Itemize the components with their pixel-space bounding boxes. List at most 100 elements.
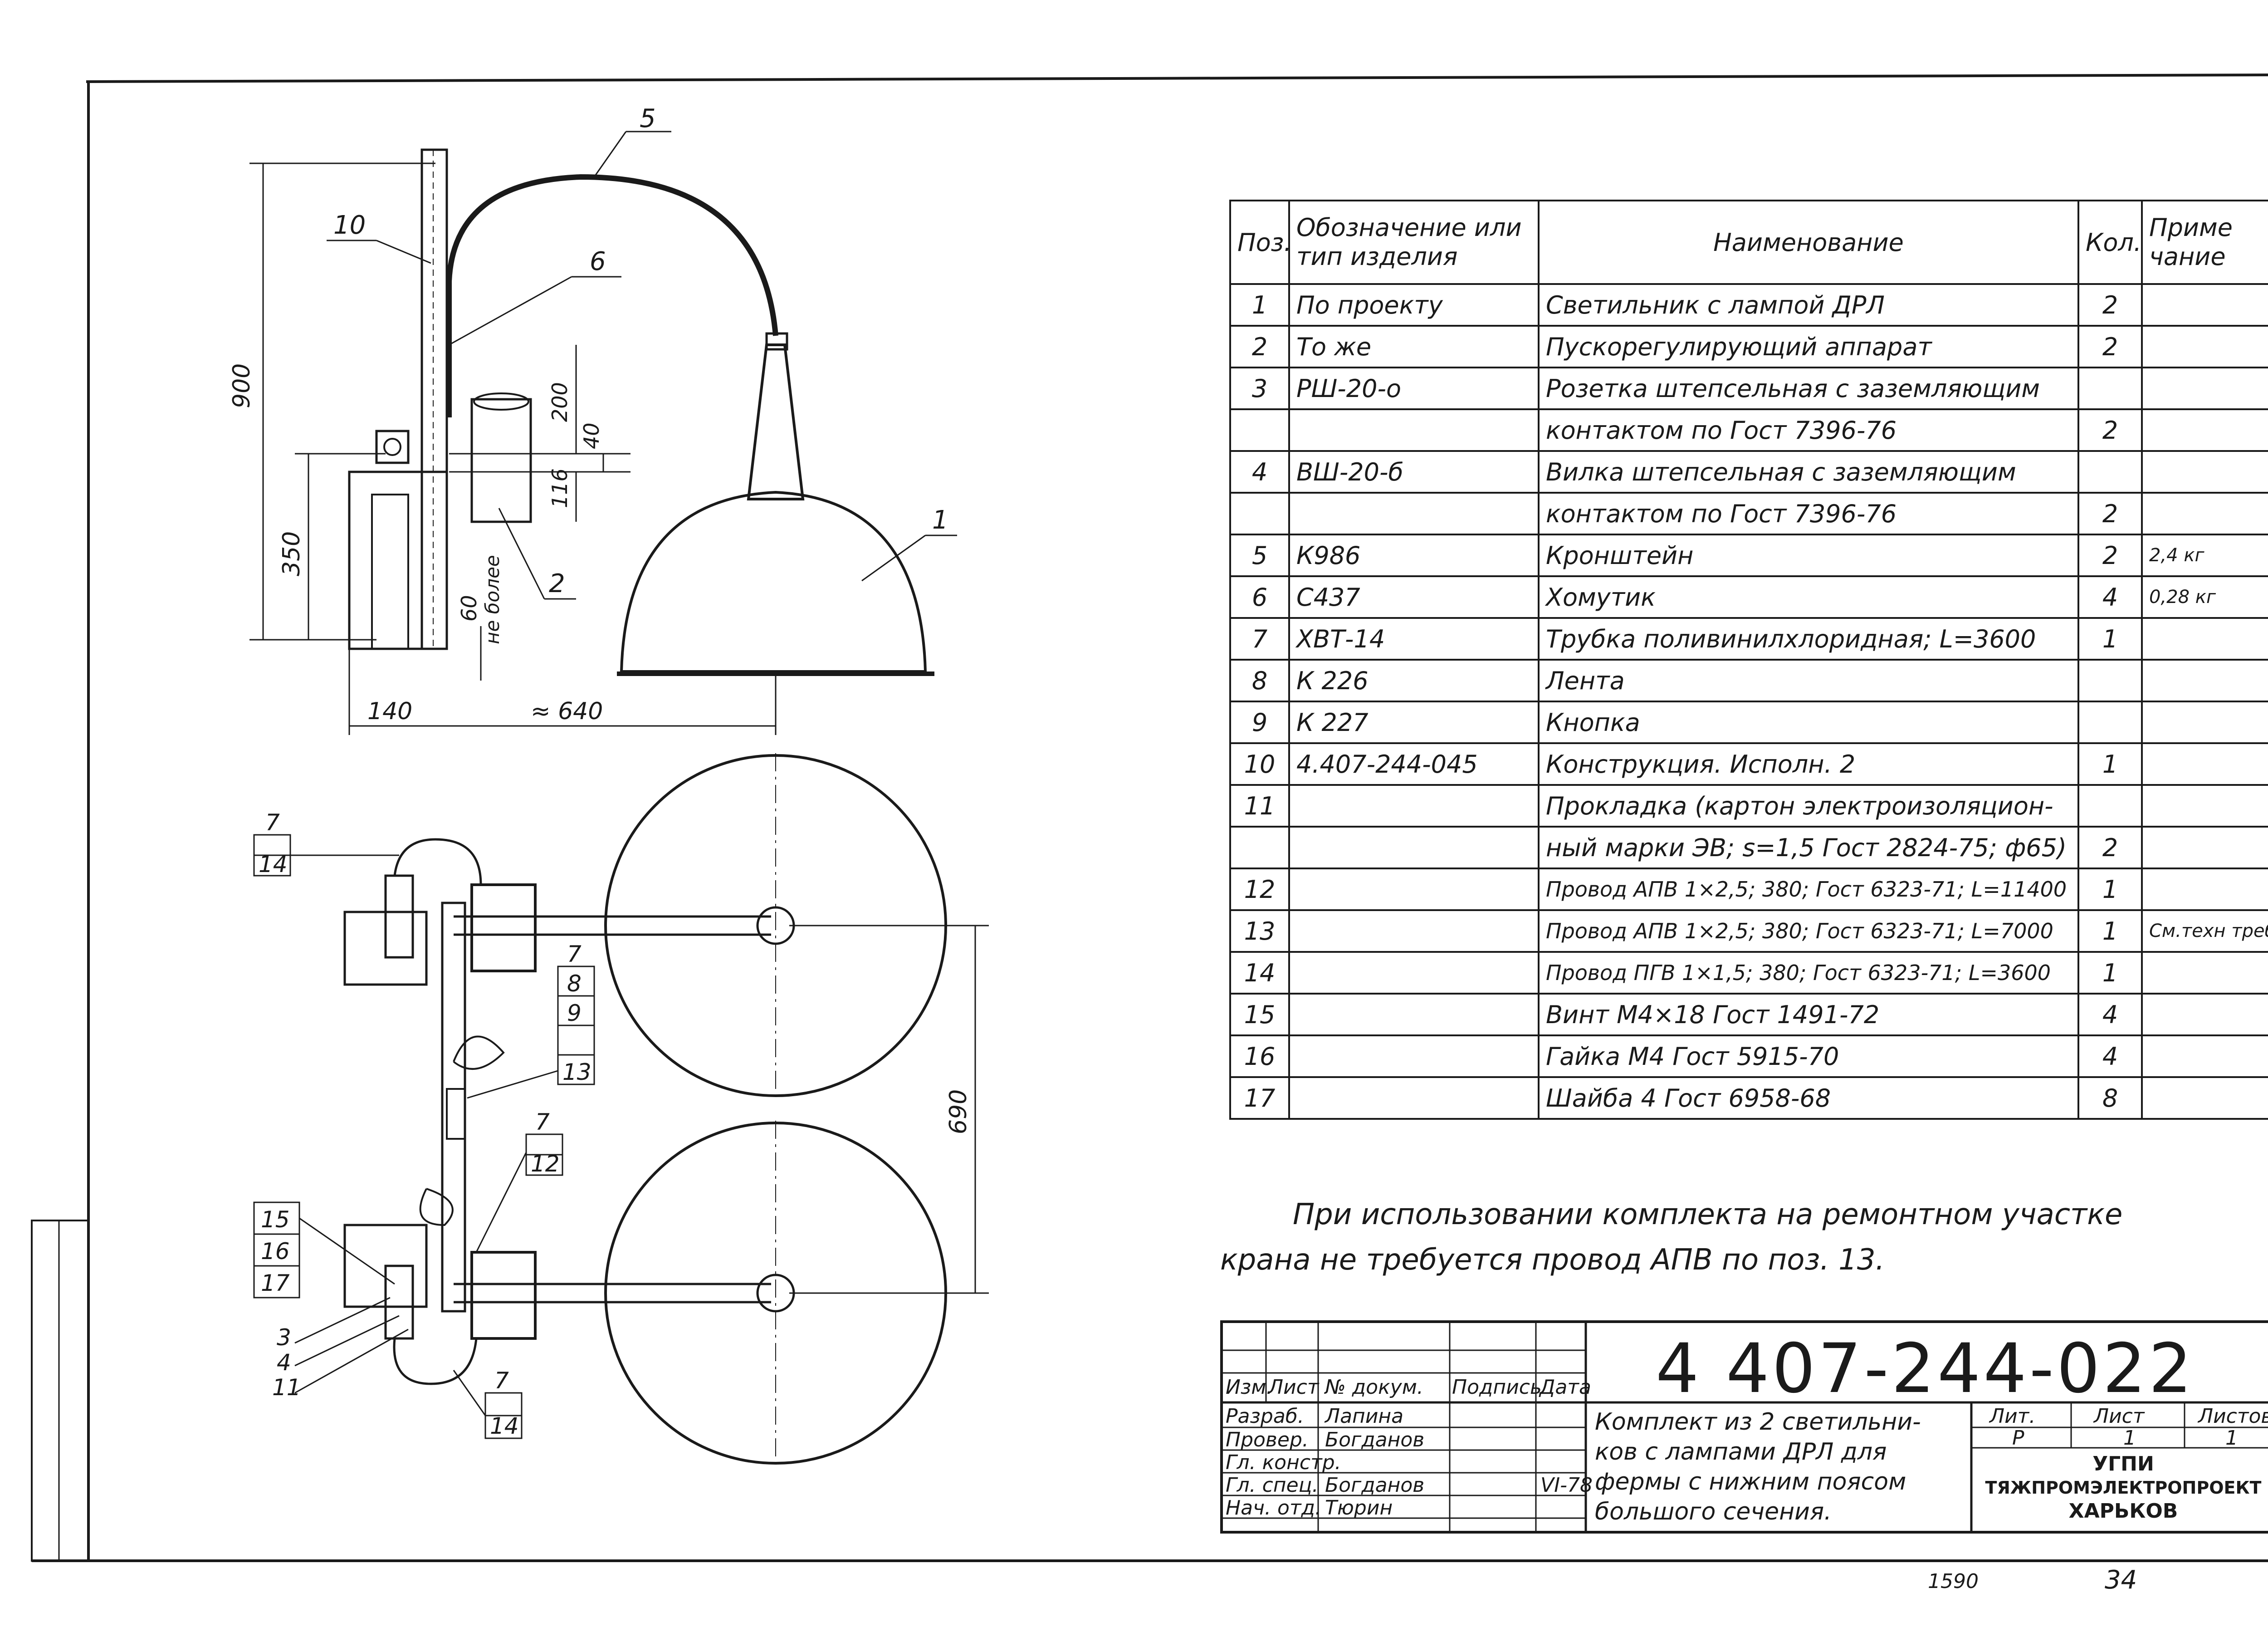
dim-690: 690: [945, 1089, 972, 1134]
spec-cell-name: Светильник с лампой ДРЛ: [1538, 283, 2079, 327]
spec-cell-name: Хомутик: [1538, 575, 2079, 619]
spec-cell-qty: [2077, 701, 2143, 744]
callout-7c: 7: [535, 1109, 550, 1135]
tb-role-3: Гл. спец.: [1226, 1474, 1319, 1497]
spec-cell-name: Гайка М4 Гост 5915-70: [1538, 1034, 2079, 1078]
dim-no-more: не более: [481, 555, 503, 644]
spec-row: ный марки ЭВ; s=1,5 Гост 2824-75; ф65)2: [1229, 826, 2268, 869]
spec-cell-pos: 13: [1229, 909, 1290, 953]
clamp-bolt: [383, 438, 401, 456]
spec-cell-pos: 15: [1229, 993, 1290, 1036]
callout-10: 10: [333, 211, 366, 240]
callout-8: 8: [567, 970, 582, 997]
tb-role-0: Разраб.: [1226, 1405, 1304, 1428]
leader-4: [294, 1315, 400, 1367]
spec-cell-designation: [1288, 826, 1540, 869]
lower-chord: [348, 471, 448, 650]
tb-name-4: Тюрин: [1325, 1496, 1393, 1519]
spec-cell-designation: [1288, 1034, 1540, 1078]
tb-title: Комплект из 2 светильни- ков с лампами Д…: [1595, 1407, 1967, 1527]
lamp-neck: [747, 343, 805, 500]
wire-loop-lower: [419, 1188, 454, 1226]
spec-cell-pos: 6: [1229, 575, 1290, 619]
spec-cell-pos: 9: [1229, 701, 1290, 744]
spec-cell-pos: 5: [1229, 534, 1290, 577]
callout-12: 12: [531, 1151, 560, 1177]
spec-row: 13 Провод АПВ 1×2,5; 380; Гост 6323-71; L…: [1229, 909, 2268, 953]
leader-15: [299, 1217, 395, 1285]
spec-cell-designation: ХВТ-14: [1288, 617, 1540, 661]
tb-name-0: Лапина: [1325, 1405, 1404, 1428]
callout-5: 5: [640, 104, 656, 133]
tb-org-line-2: ТЯЖПРОМЭЛЕКТРОПРОЕКТ: [1985, 1478, 2262, 1498]
spec-cell-pos: 14: [1229, 951, 1290, 995]
spec-cell-designation: [1288, 492, 1540, 535]
tb-sheets-value: 1: [2225, 1426, 2238, 1450]
spec-cell-note: [2141, 408, 2268, 452]
leader-2: [498, 508, 545, 599]
spec-cell-name: Кронштейн: [1538, 534, 2079, 577]
callout-13: 13: [562, 1059, 591, 1085]
spec-cell-qty: [2077, 659, 2143, 702]
spec-cell-designation: [1288, 868, 1540, 911]
spec-cell-pos: 7: [1229, 617, 1290, 661]
spec-cell-qty: [2077, 784, 2143, 828]
dim-116: 116: [547, 468, 572, 508]
spec-cell-name: Провод ПГВ 1×1,5; 380; Гост 6323-71; L=3…: [1538, 951, 2079, 995]
tb-hdr-date: Дата: [1540, 1376, 1591, 1399]
spec-cell-note: [2141, 868, 2268, 911]
spec-cell-note: 2,4 кг: [2141, 534, 2268, 577]
tb-hdr-doc: № докум.: [1325, 1376, 1423, 1399]
tb-sheet-label: Лист: [2094, 1405, 2145, 1428]
spec-cell-note: [2141, 826, 2268, 869]
spec-cell-name: Розетка штепсельная с заземляющим: [1538, 367, 2079, 410]
structure-member: [420, 148, 448, 650]
tb-lit-label: Лит.: [1989, 1405, 2036, 1428]
tb-organization: УГПИ ТЯЖПРОМЭЛЕКТРОПРОЕКТ ХАРЬКОВ: [1974, 1452, 2268, 1523]
spec-cell-pos: [1229, 408, 1290, 452]
tb-title-line-3: фермы с нижним поясом: [1595, 1468, 1906, 1495]
socket-plan-upper: [384, 874, 414, 959]
spec-cell-note: [2141, 283, 2268, 327]
spec-cell-name: Провод АПВ 1×2,5; 380; Гост 6323-71; L=1…: [1538, 868, 2079, 911]
spec-cell-note: [2141, 367, 2268, 410]
spec-cell-designation: К 227: [1288, 701, 1540, 744]
header-name: Наименование: [1538, 200, 2079, 285]
header-designation: Обозначение или тип изделия: [1288, 200, 1540, 285]
tb-role-2: Гл. констр.: [1226, 1451, 1341, 1474]
spec-cell-pos: 2: [1229, 325, 1290, 368]
clamp: [375, 430, 410, 464]
dim-60: 60: [457, 595, 481, 622]
spec-cell-pos: [1229, 492, 1290, 535]
socket-plan-lower: [384, 1265, 414, 1340]
spec-cell-qty: 2: [2077, 826, 2143, 869]
leader-3: [294, 1297, 391, 1344]
dim-200: 200: [547, 382, 572, 422]
leader-1: [861, 534, 926, 582]
spec-cell-designation: С437: [1288, 575, 1540, 619]
spec-cell-name: Вилка штепсельная с заземляющим: [1538, 450, 2079, 494]
spec-cell-note: См.техн требова.: [2141, 909, 2268, 953]
spec-cell-qty: 2: [2077, 408, 2143, 452]
tb-role-4: Нач. отд.: [1226, 1496, 1321, 1519]
spec-cell-note: [2141, 659, 2268, 702]
spec-cell-qty: 2: [2077, 534, 2143, 577]
spec-cell-note: [2141, 450, 2268, 494]
spec-cell-note: [2141, 617, 2268, 661]
spec-cell-note: [2141, 1076, 2268, 1120]
socket-box: [470, 398, 532, 523]
spec-cell-qty: [2077, 367, 2143, 410]
spec-cell-name: Провод АПВ 1×2,5; 380; Гост 6323-71; L=7…: [1538, 909, 2079, 953]
spec-row: 14 Провод ПГВ 1×1,5; 380; Гост 6323-71; L…: [1229, 951, 2268, 995]
